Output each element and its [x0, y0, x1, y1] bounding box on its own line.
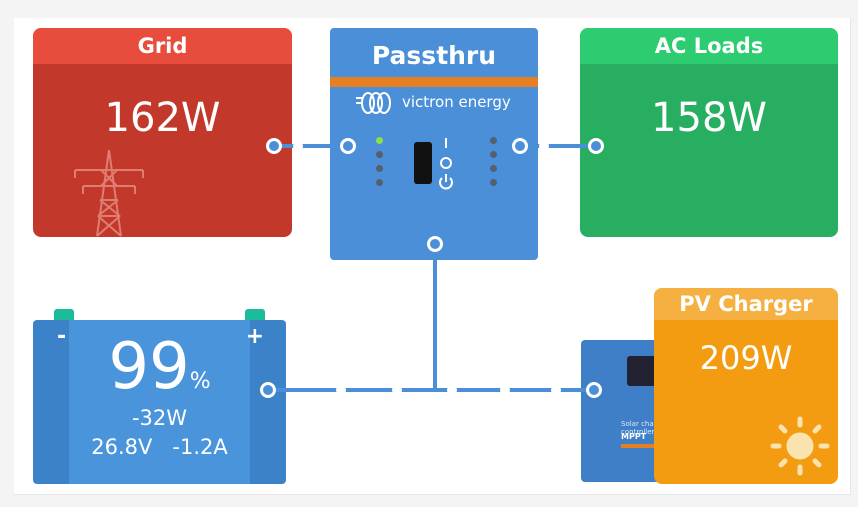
mppt-model-label: Solar charge controller — [621, 420, 666, 436]
status-led — [490, 151, 497, 158]
grid-power: 162W — [104, 95, 221, 141]
battery-current: -1.2A — [172, 435, 228, 459]
flow-dot — [447, 385, 457, 395]
battery-voltage-current: 26.8V -1.2A — [69, 435, 250, 459]
battery-terminal-positive — [245, 309, 265, 320]
mppt-display — [627, 356, 657, 386]
switch-labels-icon — [439, 138, 453, 190]
pv-charger-title: PV Charger — [654, 288, 838, 320]
pv-charger-tile[interactable]: PV Charger 209W — [654, 288, 838, 484]
inverter-state: Passthru — [371, 41, 497, 70]
ac-loads-connector — [588, 138, 604, 154]
sun-icon — [770, 416, 830, 476]
inverter-dc-connector — [427, 236, 443, 252]
battery-terminal-negative — [54, 309, 74, 320]
battery-soc-unit: % — [189, 369, 211, 394]
victron-swirl-icon — [356, 92, 391, 114]
battery-plus-label: + — [245, 324, 264, 349]
ac-loads-title: AC Loads — [580, 28, 838, 64]
victron-logo: victron energy — [354, 90, 524, 118]
ac-loads-power: 158W — [651, 95, 767, 141]
inverter-ac-in-connector — [340, 138, 356, 154]
flow-dot — [551, 385, 561, 395]
pv-charger-connector — [586, 382, 602, 398]
mppt-model: MPPT — [621, 432, 647, 441]
status-led — [376, 151, 383, 158]
grid-tile[interactable]: Grid 162W — [33, 28, 292, 237]
inverter-ac-out-connector — [512, 138, 528, 154]
status-led — [490, 165, 497, 172]
battery-connector — [260, 382, 276, 398]
battery-soc-value: 99 — [108, 330, 190, 404]
inverter-switch[interactable] — [414, 142, 432, 184]
inverter-accent-bar — [330, 77, 538, 87]
pv-charger-power: 209W — [699, 339, 793, 377]
battery-power: -32W — [131, 406, 188, 430]
flow-dot — [336, 385, 346, 395]
flow-dot — [293, 141, 303, 151]
ac-loads-tile[interactable]: AC Loads 158W — [580, 28, 838, 237]
battery-body: 99% -32W 26.8V -1.2A — [69, 320, 250, 484]
battery-minus-label: - — [57, 324, 67, 349]
status-led-mains — [376, 137, 383, 144]
grid-connector — [266, 138, 282, 154]
flow-dot — [392, 385, 402, 395]
battery-tile[interactable]: 99% -32W 26.8V -1.2A - + — [33, 320, 286, 484]
status-led — [376, 165, 383, 172]
status-led — [490, 137, 497, 144]
mppt-accent-bar — [621, 444, 661, 448]
grid-title: Grid — [33, 28, 292, 64]
brand-name: victron energy — [402, 93, 511, 111]
inverter-tile[interactable]: Passthru victron energy — [330, 28, 538, 260]
battery-voltage: 26.8V — [91, 435, 153, 459]
status-led — [490, 179, 497, 186]
power-pylon-icon — [74, 149, 144, 237]
battery-soc: 99% — [69, 330, 250, 404]
flow-dot — [539, 141, 549, 151]
flow-dot — [500, 385, 510, 395]
status-led — [376, 179, 383, 186]
